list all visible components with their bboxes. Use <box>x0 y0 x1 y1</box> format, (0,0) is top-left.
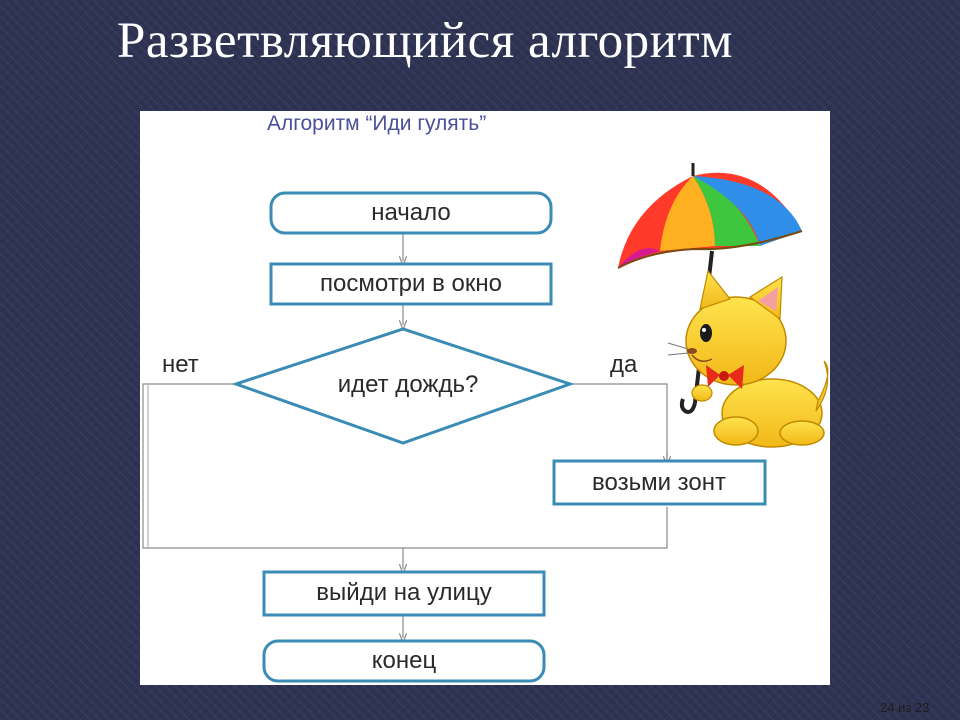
go-out-label: выйди на улицу <box>316 579 492 606</box>
look-process-box <box>269 262 553 306</box>
start-label: начало <box>371 199 451 226</box>
slide-title: Разветвляющийся алгоритм <box>117 13 734 69</box>
look-label: посмотри в окно <box>320 270 502 297</box>
no-branch-label: нет <box>162 351 199 378</box>
flowchart-figure: Алгоритм “Иди гулять” начало посмотри в … <box>140 111 830 685</box>
decision-label: идет дождь? <box>337 371 479 398</box>
flowchart-title: Алгоритм “Иди гулять” <box>267 112 487 135</box>
end-label: конец <box>371 647 437 674</box>
umbrella-process-box <box>552 459 767 506</box>
page-counter: 24 из 23 <box>880 700 930 715</box>
end-terminal <box>262 639 546 683</box>
branch-no-line <box>142 383 403 549</box>
yes-branch-label: да <box>610 351 638 378</box>
merge-line <box>403 507 668 549</box>
flowchart-diagram <box>142 163 829 683</box>
go-out-process-box <box>262 570 546 617</box>
flow-lines <box>142 233 668 638</box>
branch-yes-line <box>570 383 668 461</box>
umbrella-label: возьми зонт <box>592 469 726 496</box>
start-terminal <box>269 191 553 235</box>
decision-diamond <box>231 327 575 445</box>
kitten-with-umbrella-icon <box>617 163 829 448</box>
